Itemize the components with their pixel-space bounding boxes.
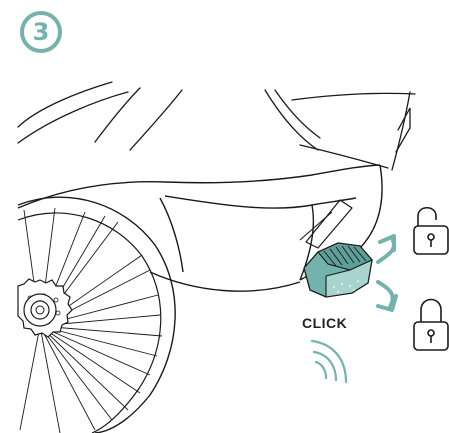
step-number: 3 (33, 20, 50, 44)
frame-outline (18, 82, 415, 170)
brake-pedal (304, 243, 372, 297)
wheel (18, 197, 175, 433)
step-number-badge: 3 (20, 11, 62, 53)
locked-padlock-icon (414, 300, 448, 351)
unlocked-padlock-icon (414, 208, 448, 254)
click-label: CLICK (302, 315, 347, 331)
rotate-arrows-icon (378, 236, 396, 310)
sound-waves-icon (312, 341, 346, 382)
